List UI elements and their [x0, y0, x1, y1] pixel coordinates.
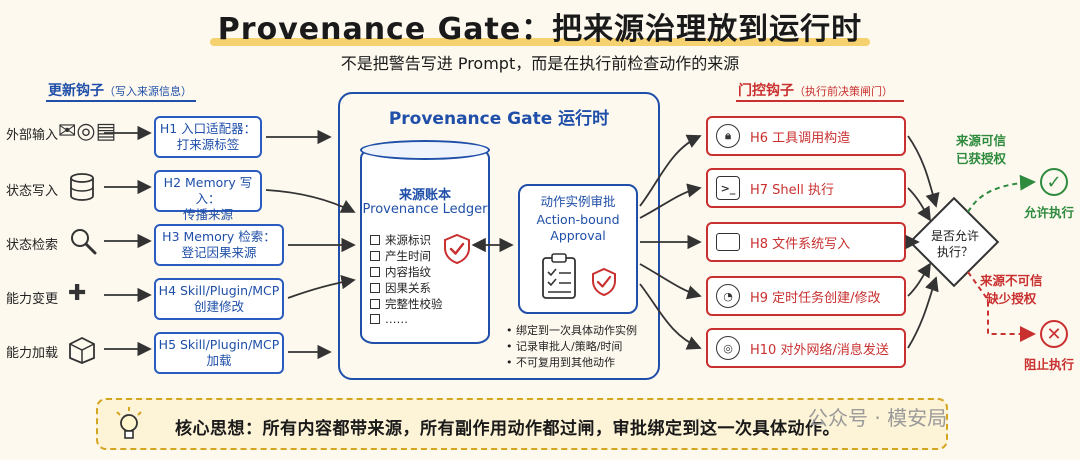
approval-bullet: • 绑定到一次具体动作实例	[506, 324, 637, 337]
source-label-capability-load: 能力加载	[6, 346, 59, 361]
lightbulb-icon	[114, 406, 144, 446]
watermark: 公众号 · 模安局	[808, 406, 948, 430]
allow-result: 允许执行	[1024, 205, 1075, 220]
hook-h5-line2: 加载	[206, 353, 232, 368]
hook-h3-line2: 登记因果来源	[181, 245, 257, 260]
package-icon	[66, 334, 98, 368]
ledger-title-en: Provenance Ledger	[362, 202, 488, 217]
ledger-item: 来源标识	[370, 232, 431, 248]
gate-hooks-title: 门控钩子	[738, 83, 794, 99]
allow-condition: 来源可信已获授权	[956, 133, 1007, 166]
clock-icon: ◔	[716, 284, 740, 308]
folder-icon	[716, 233, 740, 251]
core-idea-text: 核心思想：所有内容都带来源，所有副作用动作都过闸，审批绑定到这一次具体动作。	[175, 419, 840, 439]
gate-hooks-header: 门控钩子（执行前决策闸门）	[738, 80, 893, 100]
ledger-item: 完整性校验	[370, 296, 443, 312]
approval-shield-icon	[590, 266, 618, 302]
page-subtitle: 不是把警告写进 Prompt，而是在执行前检查动作的来源	[340, 54, 740, 73]
approval-title-en1: Action-bound	[536, 212, 620, 227]
source-label-external-input: 外部输入	[6, 128, 59, 143]
hook-h6-label: H6 工具调用构造	[750, 130, 851, 146]
core-idea-banner	[96, 398, 948, 450]
hook-h2-line2: 传播来源	[182, 207, 233, 222]
x-circle-icon: ✕	[1040, 320, 1068, 348]
source-label-state-retrieve: 状态检索	[6, 238, 59, 253]
hook-h4-line2: 创建修改	[193, 299, 244, 314]
update-hooks-underline	[46, 100, 196, 102]
action-bound-approval	[518, 184, 638, 314]
title-highlight	[210, 38, 870, 46]
hook-h8-filesystem: H8 文件系统写入	[706, 222, 906, 262]
ledger-cylinder-top	[360, 140, 490, 160]
update-hooks-note: （写入来源信息）	[104, 85, 192, 98]
gate-hooks-underline	[736, 100, 904, 102]
ledger-item: ……	[370, 312, 408, 326]
runtime-title: Provenance Gate 运行时	[388, 109, 610, 129]
hook-h7-shell: >_ H7 Shell 执行	[706, 168, 906, 208]
approval-title-en2: Approval	[550, 228, 606, 243]
puzzle-icon: ✚	[68, 281, 87, 306]
approval-bullet: • 记录审批人/策略/时间	[506, 340, 623, 353]
hook-h10-network: ◎ H10 对外网络/消息发送	[706, 328, 906, 368]
terminal-icon: >_	[716, 176, 740, 200]
hook-h8-label: H8 文件系统写入	[750, 236, 851, 252]
mail-globe-document-icon: ✉◎▤	[58, 119, 117, 144]
hook-h5-skill-load: H5 Skill/Plugin/MCP 加载	[154, 332, 284, 374]
shield-check-icon	[442, 232, 472, 270]
update-hooks-title: 更新钩子	[48, 83, 104, 99]
ledger-item: 内容指纹	[370, 264, 431, 280]
hook-h6-tool-call: 🔒︎ H6 工具调用构造	[706, 116, 906, 156]
source-label-capability-change: 能力变更	[6, 292, 59, 307]
hook-h2-memory-write: H2 Memory 写入： 传播来源	[154, 170, 262, 222]
hook-h1-entry-adapter: H1 入口适配器： 打来源标签	[154, 116, 262, 158]
update-hooks-header: 更新钩子（写入来源信息）	[48, 80, 192, 100]
gate-hooks-note: （执行前决策闸门）	[794, 85, 893, 98]
ledger-title-cn: 来源账本	[398, 188, 451, 203]
runtime-container	[338, 92, 660, 380]
hook-h4-line1: H4 Skill/Plugin/MCP	[158, 283, 280, 298]
approval-title-cn: 动作实例审批	[540, 194, 616, 209]
hook-h9-label: H9 定时任务创建/修改	[750, 290, 881, 306]
hook-h1-line1: H1 入口适配器：	[159, 121, 257, 136]
hook-h3-memory-retrieve: H3 Memory 检索： 登记因果来源	[154, 224, 284, 266]
check-circle-icon: ✓	[1040, 168, 1068, 196]
approval-bullet: • 不可复用到其他动作	[506, 356, 615, 369]
hook-h2-line1: H2 Memory 写入：	[163, 175, 253, 206]
decision-question: 是否允许执行？	[930, 229, 979, 259]
deny-condition: 来源不可信缺少授权	[980, 273, 1043, 306]
ledger-item: 产生时间	[370, 248, 431, 264]
hook-h7-label: H7 Shell 执行	[750, 182, 835, 198]
hook-h1-line2: 打来源标签	[176, 137, 240, 152]
checklist-icon	[540, 252, 580, 304]
source-label-state-write: 状态写入	[6, 184, 59, 199]
hook-h9-scheduled-task: ◔ H9 定时任务创建/修改	[706, 276, 906, 316]
globe-icon: ◎	[716, 336, 740, 360]
database-icon	[68, 172, 96, 206]
deny-result: 阻止执行	[1024, 357, 1075, 372]
page-title: Provenance Gate：把来源治理放到运行时	[217, 12, 863, 47]
hook-h4-skill-create: H4 Skill/Plugin/MCP 创建修改	[154, 278, 284, 320]
hook-h10-label: H10 对外网络/消息发送	[750, 342, 889, 358]
magnifier-icon	[68, 226, 98, 260]
hook-h5-line1: H5 Skill/Plugin/MCP	[158, 337, 280, 352]
ledger-item: 因果关系	[370, 280, 431, 296]
hook-h3-line1: H3 Memory 检索：	[162, 229, 276, 244]
lock-icon: 🔒︎	[716, 124, 740, 148]
